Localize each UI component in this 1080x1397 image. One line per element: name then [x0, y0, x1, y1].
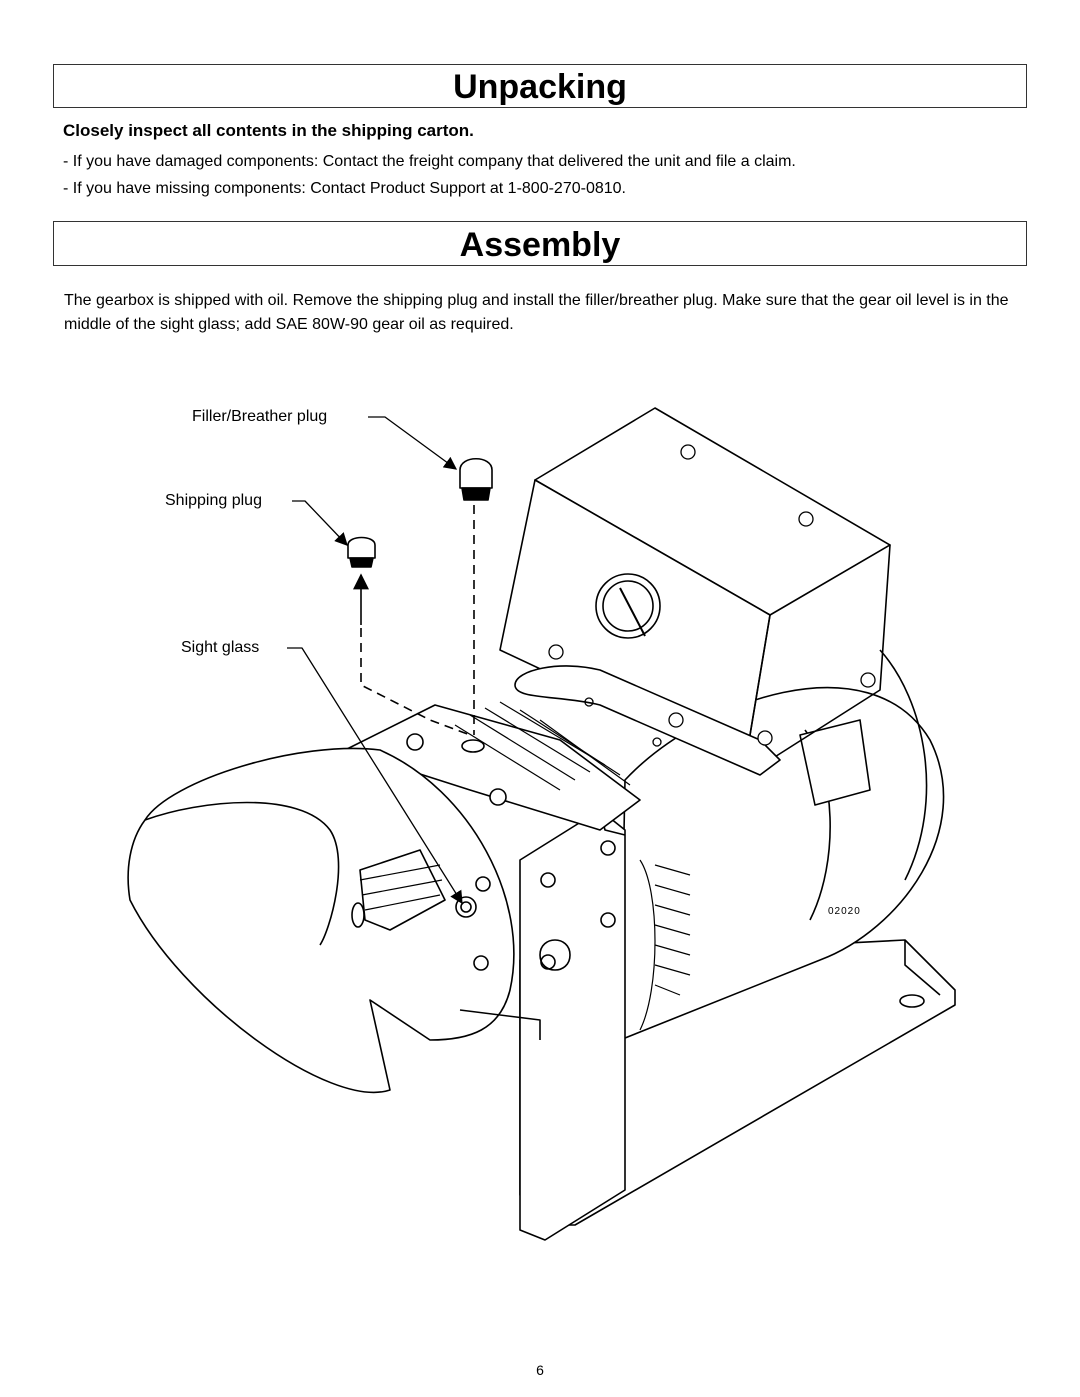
- sight-glass-callout: Sight glass: [181, 639, 260, 656]
- damaged-components-item: - If you have damaged components: Contac…: [63, 153, 796, 170]
- mounting-flange: [519, 809, 626, 1241]
- shipping-plug: [347, 536, 376, 568]
- pto-housing: [127, 747, 541, 1094]
- shipping-plug-callout: Shipping plug: [165, 492, 262, 509]
- generator-drawing: [127, 407, 956, 1241]
- filler-breather-plug-callout: Filler/Breather plug: [192, 408, 328, 425]
- control-box-bolts: [548, 444, 876, 747]
- control-box: [499, 407, 891, 776]
- leader-lines: [287, 416, 463, 905]
- filler-breather-plug: [459, 457, 493, 501]
- generator-body: [619, 649, 945, 1041]
- gearbox: [344, 701, 691, 1031]
- missing-components-item: - If you have missing components: Contac…: [63, 180, 626, 197]
- dashed-guide-lines: [360, 505, 475, 736]
- figure-code: 02020: [828, 906, 861, 917]
- unpacking-title: Unpacking: [53, 64, 1027, 108]
- assembly-paragraph: The gearbox is shipped with oil. Remove …: [64, 292, 1009, 333]
- page-number: 6: [536, 1362, 544, 1378]
- assembly-title: Assembly: [53, 221, 1027, 266]
- unpacking-subheading: Closely inspect all contents in the ship…: [63, 121, 474, 140]
- generator-gearbox-figure: Filler/Breather plug Shipping plug Sight…: [0, 390, 1080, 1350]
